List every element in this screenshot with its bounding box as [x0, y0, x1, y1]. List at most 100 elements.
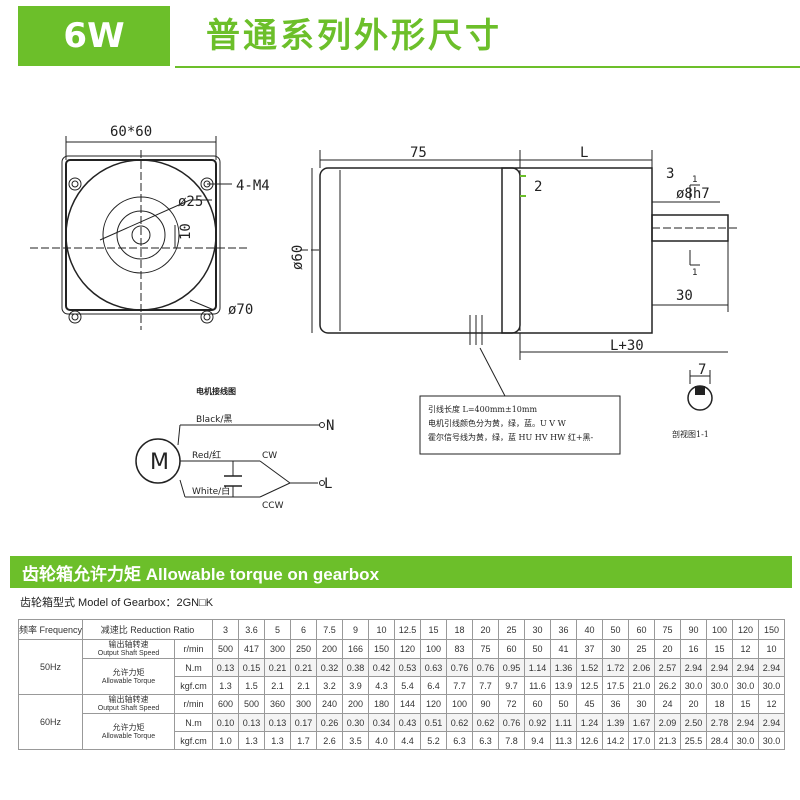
value-cell: 3.5: [342, 731, 370, 750]
value-cell: 2.1: [290, 676, 318, 695]
value-cell: 30: [602, 639, 630, 659]
gearbox-model: 齿轮箱型式 Model of Gearbox：2GN□K: [20, 597, 214, 609]
ratio-cell: 5: [264, 619, 292, 640]
dimension-drawing: 60*60 4-M4 ø25 10 ø70 75 L 2 3 ø8h7 ø60 …: [30, 124, 740, 511]
header: 6W 普通系列外形尺寸: [0, 0, 800, 76]
value-cell: 60: [498, 639, 526, 659]
torque-label-en: Allowable Torque: [101, 677, 156, 685]
ratio-cell: 120: [732, 619, 760, 640]
shaft-step-label: 3: [666, 166, 674, 182]
value-cell: 2.94: [758, 658, 786, 677]
shoulder-label: 2: [534, 179, 542, 195]
total-length-label: L+30: [610, 338, 644, 354]
ratio-cell: 60: [628, 619, 656, 640]
value-cell: 2.06: [628, 658, 656, 677]
value-cell: 0.13: [238, 713, 266, 732]
value-cell: 0.53: [394, 658, 422, 677]
value-cell: 2.94: [732, 658, 760, 677]
value-cell: 20: [654, 639, 682, 659]
freq-cell: 60Hz: [18, 694, 83, 750]
value-cell: 360: [264, 694, 292, 714]
value-cell: 5.2: [420, 731, 448, 750]
value-cell: 100: [446, 694, 474, 714]
wire-white-label: White/白: [192, 485, 230, 497]
unit-cell: r/min: [173, 639, 214, 659]
value-cell: 25.5: [680, 731, 708, 750]
value-cell: 0.21: [290, 658, 318, 677]
freq-cell: 50Hz: [18, 639, 83, 695]
ratio-cell: 40: [576, 619, 604, 640]
value-cell: 0.17: [290, 713, 318, 732]
value-cell: 300: [290, 694, 318, 714]
value-cell: 0.76: [446, 658, 474, 677]
value-cell: 0.30: [342, 713, 370, 732]
ratio-cell: 3: [212, 619, 240, 640]
value-cell: 1.24: [576, 713, 604, 732]
speed-label-en: Output Shaft Speed: [97, 650, 160, 657]
ratio-header: 减速比 Reduction Ratio: [81, 619, 214, 640]
value-cell: 200: [316, 639, 344, 659]
lead-note-line-3: 霍尔信号线为黄，绿，蓝 HU HV HW 红+黑-: [428, 432, 594, 442]
value-cell: 0.13: [264, 713, 292, 732]
value-cell: 75: [472, 639, 500, 659]
value-cell: 16: [680, 639, 708, 659]
unit-cell: r/min: [173, 694, 214, 714]
value-cell: 0.32: [316, 658, 344, 677]
hole-label: 4-M4: [236, 178, 270, 194]
value-cell: 180: [368, 694, 396, 714]
header-divider: [175, 66, 800, 68]
value-cell: 30.0: [732, 731, 760, 750]
value-cell: 90: [472, 694, 500, 714]
value-cell: 28.4: [706, 731, 734, 750]
value-cell: 17.5: [602, 676, 630, 695]
value-cell: 1.0: [212, 731, 240, 750]
value-cell: 7.7: [472, 676, 500, 695]
value-cell: 100: [420, 639, 448, 659]
value-cell: 250: [290, 639, 318, 659]
value-cell: 83: [446, 639, 474, 659]
value-cell: 36: [602, 694, 630, 714]
value-cell: 1.36: [550, 658, 578, 677]
value-cell: 25: [628, 639, 656, 659]
value-cell: 0.92: [524, 713, 552, 732]
value-cell: 2.6: [316, 731, 344, 750]
ratio-cell: 12.5: [394, 619, 422, 640]
value-cell: 30.0: [680, 676, 708, 695]
value-cell: 1.72: [602, 658, 630, 677]
torque-label-cn: 允许力矩: [112, 667, 145, 677]
value-cell: 30.0: [758, 676, 786, 695]
torque-label-en: Allowable Torque: [101, 732, 156, 740]
value-cell: 30.0: [758, 731, 786, 750]
value-cell: 12.6: [576, 731, 604, 750]
value-cell: 144: [394, 694, 422, 714]
value-cell: 3.9: [342, 676, 370, 695]
wiring-diagram: [135, 422, 325, 498]
value-cell: 200: [342, 694, 370, 714]
value-cell: 17.0: [628, 731, 656, 750]
ratio-cell: 150: [758, 619, 786, 640]
value-cell: 0.13: [212, 658, 240, 677]
cw-label: CW: [262, 451, 277, 461]
value-cell: 0.21: [264, 658, 292, 677]
ratio-cell: 7.5: [316, 619, 344, 640]
section-caption: 剖视图1-1: [672, 429, 709, 439]
section-mark-top: 1: [692, 175, 698, 185]
page-title: 普通系列外形尺寸: [206, 16, 502, 56]
gearbox-section-title: 齿轮箱允许力矩 Allowable torque on gearbox: [10, 556, 792, 588]
value-cell: 240: [316, 694, 344, 714]
terminal-n-label: N: [326, 418, 334, 434]
shaft-length-label: 30: [676, 288, 693, 304]
value-cell: 7.7: [446, 676, 474, 695]
value-cell: 7.8: [498, 731, 526, 750]
wiring-title: 电机接线图: [196, 386, 236, 396]
value-cell: 0.95: [498, 658, 526, 677]
value-cell: 41: [550, 639, 578, 659]
value-cell: 150: [368, 639, 396, 659]
value-cell: 30: [628, 694, 656, 714]
value-cell: 60: [524, 694, 552, 714]
